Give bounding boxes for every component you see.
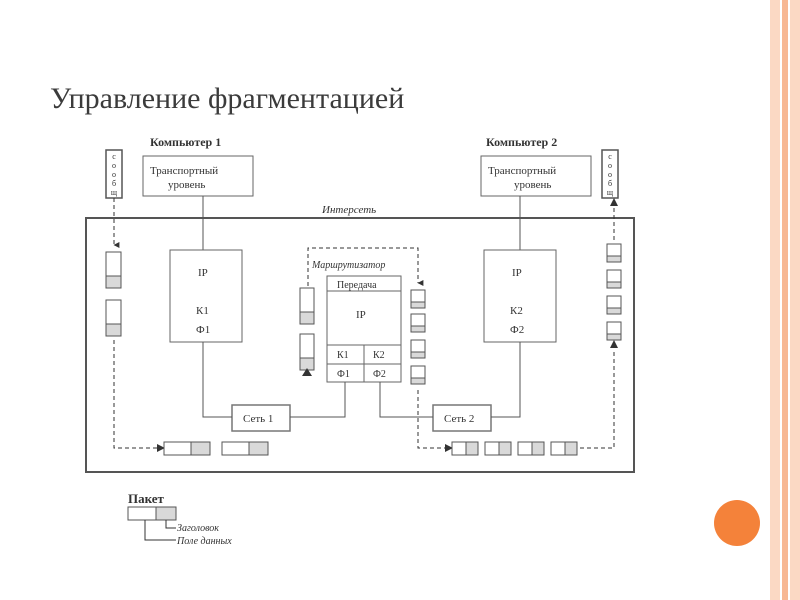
ip-box-1 bbox=[169, 249, 243, 343]
transport-box-2 bbox=[480, 155, 592, 197]
net1-box bbox=[231, 404, 291, 432]
transport1-line1: Транспортный bbox=[150, 165, 218, 177]
deco-bar-light-2 bbox=[790, 0, 800, 600]
k2-label: К2 bbox=[510, 305, 523, 317]
internet-label: Интерсеть bbox=[321, 204, 376, 216]
ip1-label: IP bbox=[198, 267, 208, 279]
legend-header-label: Заголовок bbox=[177, 523, 219, 534]
packet-router-out-3 bbox=[410, 339, 426, 359]
packet-router-out-1 bbox=[410, 289, 426, 309]
internet-frame bbox=[85, 217, 635, 473]
link-ip1-net1 bbox=[202, 342, 232, 418]
packet-bottom-right-4 bbox=[550, 441, 578, 456]
msg1-c2: о bbox=[112, 170, 116, 179]
computer2-label: Компьютер 2 bbox=[486, 135, 557, 149]
router-label: Маршрутизатор bbox=[311, 260, 385, 271]
message-box-2 bbox=[601, 149, 619, 199]
packet-router-in-2 bbox=[299, 333, 315, 371]
packet-bottom-left-1 bbox=[163, 441, 211, 456]
packet-bottom-right-1 bbox=[451, 441, 479, 456]
k1-label: К1 bbox=[196, 305, 209, 317]
router-transfer-label: Передача bbox=[337, 280, 377, 291]
deco-bar-mid bbox=[782, 0, 788, 600]
legend-packet bbox=[127, 506, 177, 521]
deco-bar-light bbox=[770, 0, 780, 600]
packet-bottom-left-2 bbox=[221, 441, 269, 456]
msg2-c0: с bbox=[608, 152, 612, 161]
computer1-label: Компьютер 1 bbox=[150, 135, 221, 149]
packet-left-1 bbox=[105, 251, 122, 289]
dashed-path-router bbox=[307, 247, 424, 286]
packet-right-4 bbox=[606, 321, 622, 341]
arrow-up-right-mid bbox=[610, 340, 618, 348]
msg2-c3: б bbox=[608, 179, 612, 188]
transport2-line1: Транспортный bbox=[488, 165, 556, 177]
f1-label: Ф1 bbox=[196, 324, 210, 336]
dashed-path-right-up bbox=[580, 350, 615, 449]
router-k1-label: К1 bbox=[337, 350, 349, 361]
ip2-label: IP bbox=[512, 267, 522, 279]
net2-label: Сеть 2 bbox=[444, 413, 474, 425]
msg2-c1: о bbox=[608, 161, 612, 170]
packet-right-3 bbox=[606, 295, 622, 315]
arrow-right-bottom-left bbox=[157, 444, 165, 452]
net2-box bbox=[432, 404, 492, 432]
packet-router-out-4 bbox=[410, 365, 426, 385]
packet-router-out-2 bbox=[410, 313, 426, 333]
packet-router-in-1 bbox=[299, 287, 315, 325]
dashed-path-right-bottom bbox=[417, 390, 450, 449]
dashed-path-left-down bbox=[113, 340, 162, 449]
msg1-c1: о bbox=[112, 161, 116, 170]
legend-data-label: Поле данных bbox=[176, 536, 232, 547]
legend-data-pointer bbox=[144, 520, 176, 541]
transport2-line2: уровень bbox=[514, 179, 551, 191]
packet-left-2 bbox=[105, 299, 122, 337]
f2-label: Ф2 bbox=[510, 324, 524, 336]
packet-bottom-right-2 bbox=[484, 441, 512, 456]
net1-label: Сеть 1 bbox=[243, 413, 273, 425]
packet-right-2 bbox=[606, 269, 622, 289]
link-net2-ip2 bbox=[491, 342, 521, 418]
link-net1-router bbox=[290, 382, 346, 418]
router-f1-label: Ф1 bbox=[337, 369, 350, 380]
msg2-c2: о bbox=[608, 170, 612, 179]
legend-packet-label: Пакет bbox=[128, 491, 165, 506]
msg1-c4: щ bbox=[111, 188, 117, 197]
arrow-up-router-in bbox=[302, 368, 312, 376]
packet-right-1 bbox=[606, 243, 622, 263]
arrow-up-right-top bbox=[610, 198, 618, 206]
msg1-c0: с bbox=[112, 152, 116, 161]
transport-box-1 bbox=[142, 155, 254, 197]
legend-header-pointer bbox=[165, 520, 176, 529]
decorative-orange-circle bbox=[714, 500, 760, 546]
msg2-c4: щ bbox=[607, 188, 613, 197]
router-ip-label: IP bbox=[356, 309, 366, 321]
link-router-net2 bbox=[379, 382, 433, 418]
slide-title: Управление фрагментацией bbox=[50, 82, 405, 115]
transport1-line2: уровень bbox=[168, 179, 205, 191]
router-k2-label: К2 bbox=[373, 350, 385, 361]
packet-bottom-right-3 bbox=[517, 441, 545, 456]
msg1-c3: б bbox=[112, 179, 116, 188]
arrow-right-bottom-right bbox=[445, 444, 453, 452]
router-f2-label: Ф2 bbox=[373, 369, 386, 380]
